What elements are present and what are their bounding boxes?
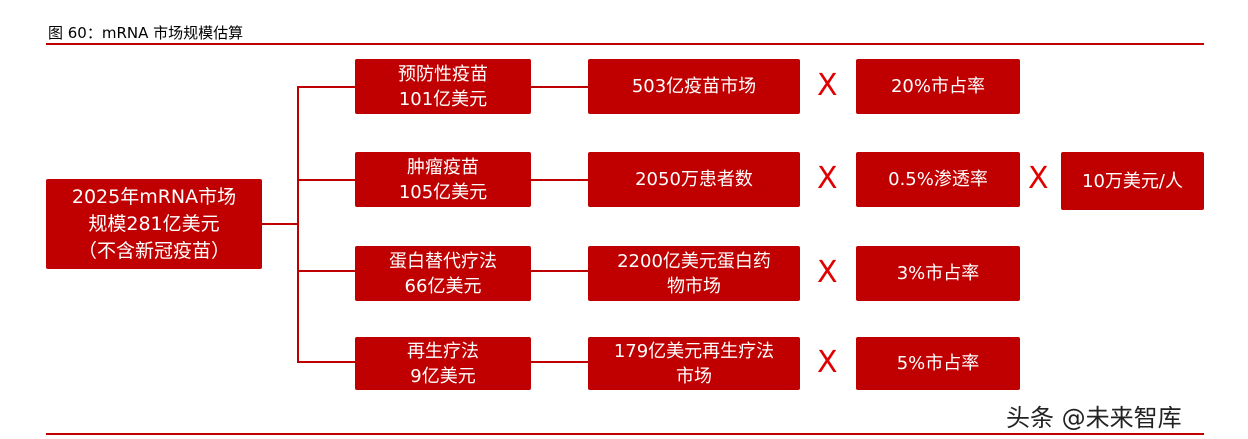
category-box-protein-replacement: 蛋白替代疗法 66亿美元 (355, 246, 531, 301)
top-rule (46, 43, 1204, 45)
market-label-line-1: 2200亿美元蛋白药 (617, 250, 771, 272)
category-box-regenerative-therapy: 再生疗法 9亿美元 (355, 337, 531, 390)
category-value: 101亿美元 (398, 88, 488, 110)
share-label: 3%市占率 (896, 263, 980, 284)
connector-mid-2 (531, 179, 588, 181)
category-value: 9亿美元 (410, 365, 476, 387)
share-box-penetration: 0.5%渗透率 (856, 152, 1020, 207)
category-value: 105亿美元 (398, 181, 488, 203)
category-label: 蛋白替代疗法 (389, 250, 497, 272)
connector-trunk (297, 86, 299, 363)
root-box: 2025年mRNA市场 规模281亿美元 （不含新冠疫苗） (46, 179, 262, 269)
connector-mid-1 (531, 86, 588, 88)
watermark-text: 头条 @未来智库 (1006, 404, 1182, 432)
multiply-icon: X (817, 255, 838, 290)
bottom-rule (46, 433, 1204, 435)
connector-branch-1 (297, 86, 355, 88)
market-label: 503亿疫苗市场 (631, 76, 757, 97)
market-box-patients: 2050万患者数 (588, 152, 800, 207)
category-label: 再生疗法 (407, 340, 479, 362)
market-label-line-2: 市场 (676, 365, 712, 387)
share-box-regenerative: 5%市占率 (856, 337, 1020, 390)
share-label: 0.5%渗透率 (888, 169, 988, 190)
multiply-icon: X (1028, 161, 1049, 196)
connector-branch-2 (297, 179, 355, 181)
market-box-regenerative: 179亿美元再生疗法 市场 (588, 337, 800, 390)
root-line-2: 规模281亿美元 (88, 212, 220, 235)
category-value: 66亿美元 (404, 275, 482, 297)
connector-branch-3 (297, 270, 355, 272)
share-label: 5%市占率 (896, 353, 980, 374)
category-label: 肿瘤疫苗 (407, 156, 479, 178)
market-box-vaccine: 503亿疫苗市场 (588, 59, 800, 114)
market-box-protein-drugs: 2200亿美元蛋白药 物市场 (588, 246, 800, 301)
multiply-icon: X (817, 161, 838, 196)
share-box-vaccine: 20%市占率 (856, 59, 1020, 114)
market-label-line-1: 179亿美元再生疗法 (613, 340, 775, 362)
share-box-protein: 3%市占率 (856, 246, 1020, 301)
root-line-1: 2025年mRNA市场 (71, 185, 237, 208)
price-label: 10万美元/人 (1082, 170, 1183, 192)
connector-branch-4 (297, 361, 355, 363)
connector-root (262, 223, 299, 225)
category-label: 预防性疫苗 (398, 63, 488, 85)
multiply-icon: X (817, 68, 838, 103)
multiply-icon: X (817, 345, 838, 380)
root-line-3: （不含新冠疫苗） (77, 239, 230, 262)
category-box-tumor-vaccine: 肿瘤疫苗 105亿美元 (355, 152, 531, 207)
connector-mid-4 (531, 361, 588, 363)
figure-title: 图 60：mRNA 市场规模估算 (48, 24, 244, 42)
market-label-line-2: 物市场 (667, 275, 721, 297)
share-label: 20%市占率 (890, 76, 985, 97)
category-box-preventive-vaccine: 预防性疫苗 101亿美元 (355, 59, 531, 114)
price-box-per-person: 10万美元/人 (1061, 152, 1204, 210)
connector-mid-3 (531, 270, 588, 272)
market-label: 2050万患者数 (635, 169, 753, 190)
